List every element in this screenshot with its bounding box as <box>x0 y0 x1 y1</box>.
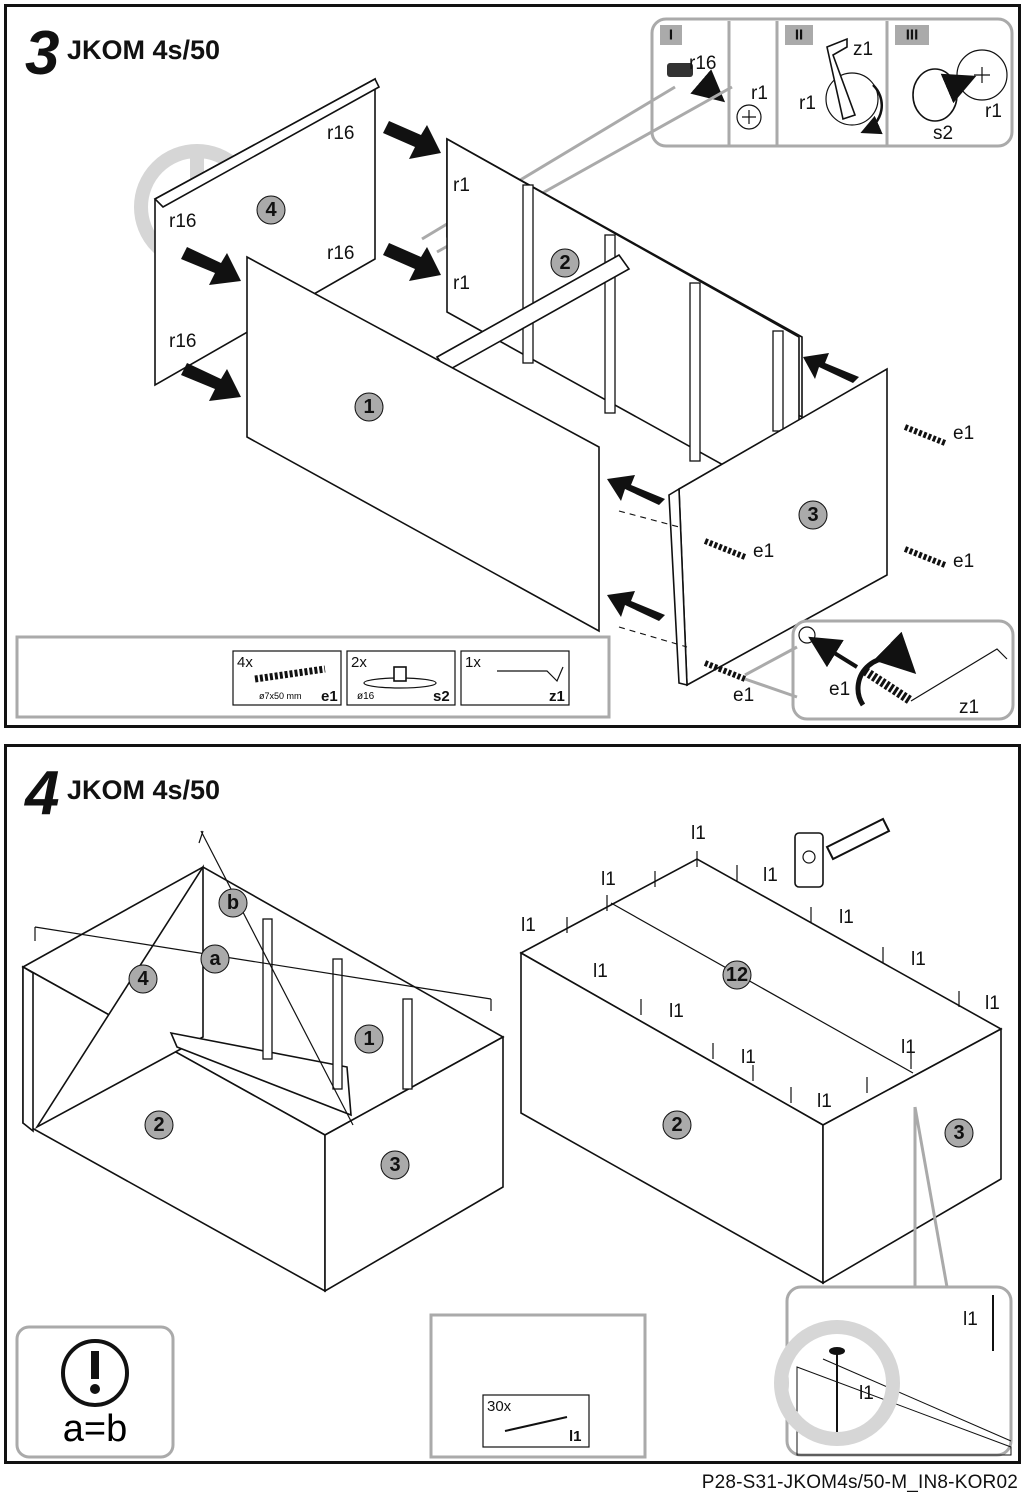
cross-bar <box>169 1031 352 1117</box>
part-4-label: 4 <box>265 199 277 221</box>
screw-e1-icon <box>254 665 326 683</box>
detail-i: I <box>669 27 673 44</box>
label-l1: l1 <box>901 1037 916 1058</box>
label-r16: r16 <box>169 211 196 232</box>
part-2-label: 2 <box>671 1114 682 1136</box>
label-l1: l1 <box>763 865 778 886</box>
detail-ii: II <box>795 27 803 44</box>
diagonal-measure-lines <box>34 830 492 1126</box>
part-3-label: 3 <box>389 1154 400 1176</box>
hex-key-icon <box>910 648 1008 702</box>
model-title: JKOM 4s/50 <box>67 35 221 65</box>
panel-1 <box>246 255 600 633</box>
hardware-legend <box>429 1313 647 1459</box>
label-l1: l1 <box>741 1047 756 1068</box>
legend-spec-s2: ø16 <box>357 691 375 702</box>
label-r1: r1 <box>751 83 768 104</box>
label-r16: r16 <box>327 243 354 264</box>
legend-code-l1: l1 <box>569 1428 582 1445</box>
cam-icon <box>736 104 762 130</box>
assembly-arrows <box>181 121 859 621</box>
part-2-label: 2 <box>559 252 570 274</box>
model-title: JKOM 4s/50 <box>67 775 221 805</box>
step-4-panel: 4 JKOM 4s/50 <box>4 744 1021 1464</box>
label-e1: e1 <box>733 685 754 706</box>
label-z1: z1 <box>959 697 979 718</box>
screw-e1-icons <box>703 424 947 682</box>
notice-text: a=b <box>63 1408 127 1450</box>
label-l1: l1 <box>985 993 1000 1014</box>
label-r1: r1 <box>799 93 816 114</box>
dowel-icon <box>667 63 693 77</box>
legend-qty-e1: 4x <box>237 654 253 671</box>
step-4-illustration: 30x l1 a=b b a 4 1 2 3 12 2 3 <box>15 817 1013 1459</box>
part-2-label: 2 <box>153 1114 164 1136</box>
detail-iii: III <box>906 27 919 44</box>
label-e1: e1 <box>753 541 774 562</box>
label-l1: l1 <box>593 961 608 982</box>
label-r1: r1 <box>453 175 470 196</box>
label-e1: e1 <box>829 679 850 700</box>
label-l1: l1 <box>839 907 854 928</box>
label-z1: z1 <box>853 39 873 60</box>
detail-inset <box>650 17 1014 148</box>
part-12-label: 12 <box>726 964 748 986</box>
part-1-label: 1 <box>363 1028 374 1050</box>
label-r1: r1 <box>985 101 1002 122</box>
legend-spec-e1: ø7x50 mm <box>259 691 302 701</box>
nail-detail-inset <box>774 1285 1013 1457</box>
document-code: P28-S31-JKOM4s/50-M_IN8-KOR02 <box>701 1472 1018 1493</box>
diag-a-label: a <box>209 948 221 970</box>
label-l1: l1 <box>521 915 536 936</box>
legend-qty-s2: 2x <box>351 654 367 671</box>
legend-qty-l1: 30x <box>487 1398 512 1415</box>
legend-qty-z1: 1x <box>465 654 481 671</box>
step-number: 4 <box>25 759 60 828</box>
step-number: 3 <box>25 19 60 88</box>
part-1-label: 1 <box>363 396 374 418</box>
part-callouts <box>128 888 974 1180</box>
label-l1: l1 <box>859 1383 874 1404</box>
label-l1: l1 <box>817 1091 832 1112</box>
key-z1-icon <box>497 666 564 683</box>
label-r16: r16 <box>689 53 716 74</box>
part-4-label: 4 <box>137 968 149 990</box>
panel-3 <box>822 1027 1002 1285</box>
legend-code-s2: s2 <box>433 688 450 705</box>
label-r16: r16 <box>327 123 354 144</box>
legend-code-z1: z1 <box>549 688 565 705</box>
notice-box <box>15 1325 175 1459</box>
label-e1: e1 <box>953 551 974 572</box>
label-l1: l1 <box>963 1309 978 1330</box>
label-r16: r16 <box>169 331 196 352</box>
nail-markers <box>566 851 960 1103</box>
label-e1: e1 <box>953 423 974 444</box>
label-l1: l1 <box>669 1001 684 1022</box>
panel-3 <box>324 1035 504 1293</box>
step-3-illustration: 4 2 1 3 I II III r16 r1 z1 r1 s2 r1 r16 … <box>15 17 1015 721</box>
label-r1: r1 <box>453 273 470 294</box>
screwing-detail-inset <box>791 619 1015 721</box>
cam-key-icon <box>826 37 857 121</box>
part-3-label: 3 <box>953 1122 964 1144</box>
label-s2: s2 <box>933 123 953 144</box>
part-3-label: 3 <box>807 504 818 526</box>
hardware-legend <box>15 635 611 719</box>
label-l1: l1 <box>911 949 926 970</box>
diag-b-label: b <box>227 892 239 914</box>
label-l1: l1 <box>601 869 616 890</box>
nail-l1-icon <box>504 1416 568 1432</box>
cap-icon <box>912 68 958 122</box>
legend-code-e1: e1 <box>321 688 338 705</box>
step-3-panel: 3 JKOM 4s/50 <box>4 4 1021 728</box>
label-l1: l1 <box>691 823 706 844</box>
hammer-icon <box>794 817 891 888</box>
part-callouts <box>256 195 828 530</box>
